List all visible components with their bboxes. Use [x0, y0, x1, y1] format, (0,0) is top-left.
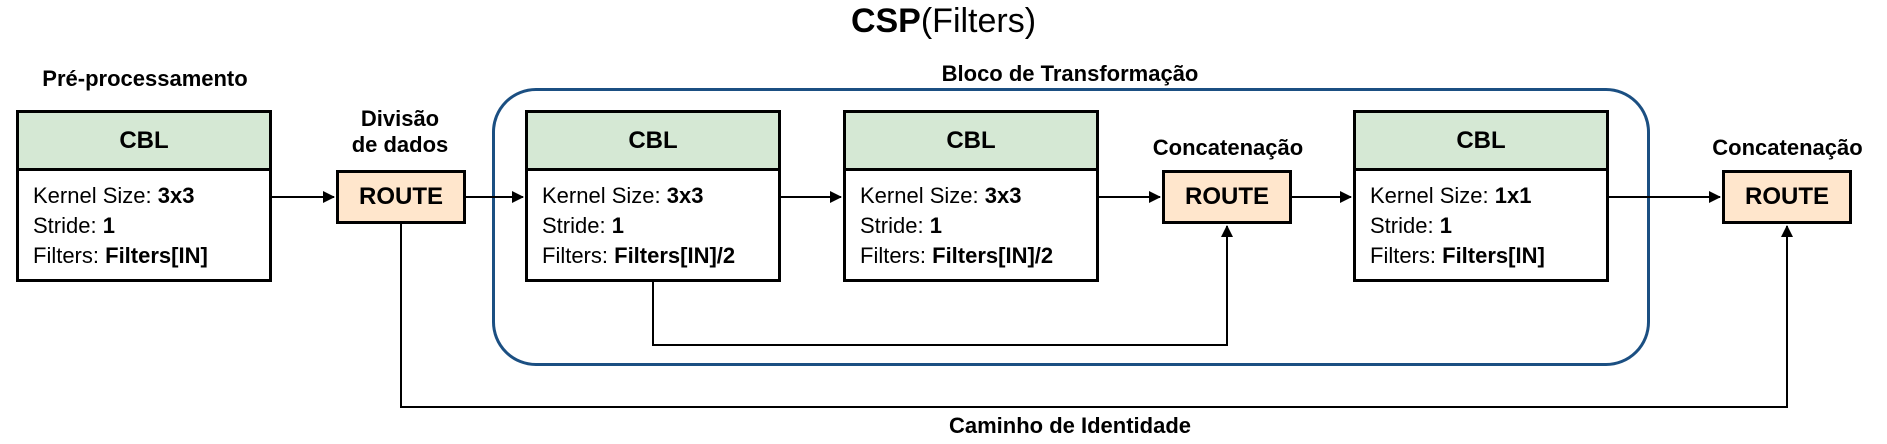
route-split: ROUTE: [336, 170, 466, 224]
label-identity-path: Caminho de Identidade: [948, 413, 1192, 438]
route-concat-outer: ROUTE: [1722, 170, 1852, 224]
label-transformation-block: Bloco de Transformação: [941, 61, 1199, 86]
param-stride: Stride: 1: [33, 213, 115, 238]
param-kernel: Kernel Size: 3x3: [33, 183, 195, 208]
label-concat-inner: Concatenação: [1152, 135, 1304, 160]
cbl-params: Kernel Size: 1x1 Stride: 1 Filters: Filt…: [1356, 171, 1606, 271]
label-data-split: Divisão de dados: [330, 106, 470, 158]
param-kernel: Kernel Size: 3x3: [860, 183, 1022, 208]
cbl-block-pre: CBL Kernel Size: 3x3 Stride: 1 Filters: …: [16, 110, 272, 282]
cbl-block-transform-2: CBL Kernel Size: 3x3 Stride: 1 Filters: …: [843, 110, 1099, 282]
route-concat-inner: ROUTE: [1162, 170, 1292, 224]
param-kernel: Kernel Size: 1x1: [1370, 183, 1532, 208]
cbl-header: CBL: [528, 113, 778, 171]
param-filters: Filters: Filters[IN]/2: [542, 243, 736, 268]
cbl-block-transform-3: CBL Kernel Size: 1x1 Stride: 1 Filters: …: [1353, 110, 1609, 282]
label-data-split-line2: de dados: [351, 132, 449, 157]
arrow-identity-path: [400, 224, 1793, 408]
param-stride: Stride: 1: [1370, 213, 1452, 238]
cbl-params: Kernel Size: 3x3 Stride: 1 Filters: Filt…: [846, 171, 1096, 271]
cbl-params: Kernel Size: 3x3 Stride: 1 Filters: Filt…: [528, 171, 778, 271]
param-stride: Stride: 1: [542, 213, 624, 238]
cbl-header: CBL: [1356, 113, 1606, 171]
label-pre-processing: Pré-processamento: [42, 66, 248, 91]
param-filters: Filters: Filters[IN]: [33, 243, 208, 268]
diagram-title: CSP(Filters): [0, 2, 1887, 41]
cbl-params: Kernel Size: 3x3 Stride: 1 Filters: Filt…: [19, 171, 269, 271]
label-concat-outer: Concatenação: [1712, 135, 1863, 160]
title-rest: (Filters): [920, 2, 1037, 40]
param-filters: Filters: Filters[IN]: [1370, 243, 1545, 268]
param-filters: Filters: Filters[IN]/2: [860, 243, 1054, 268]
cbl-header: CBL: [19, 113, 269, 171]
title-bold: CSP: [850, 2, 921, 40]
arrow-skip-inner: [652, 225, 1233, 346]
param-stride: Stride: 1: [860, 213, 942, 238]
transformation-block-group: [492, 88, 1650, 366]
cbl-header: CBL: [846, 113, 1096, 171]
param-kernel: Kernel Size: 3x3: [542, 183, 704, 208]
label-data-split-line1: Divisão: [360, 106, 440, 131]
cbl-block-transform-1: CBL Kernel Size: 3x3 Stride: 1 Filters: …: [525, 110, 781, 282]
